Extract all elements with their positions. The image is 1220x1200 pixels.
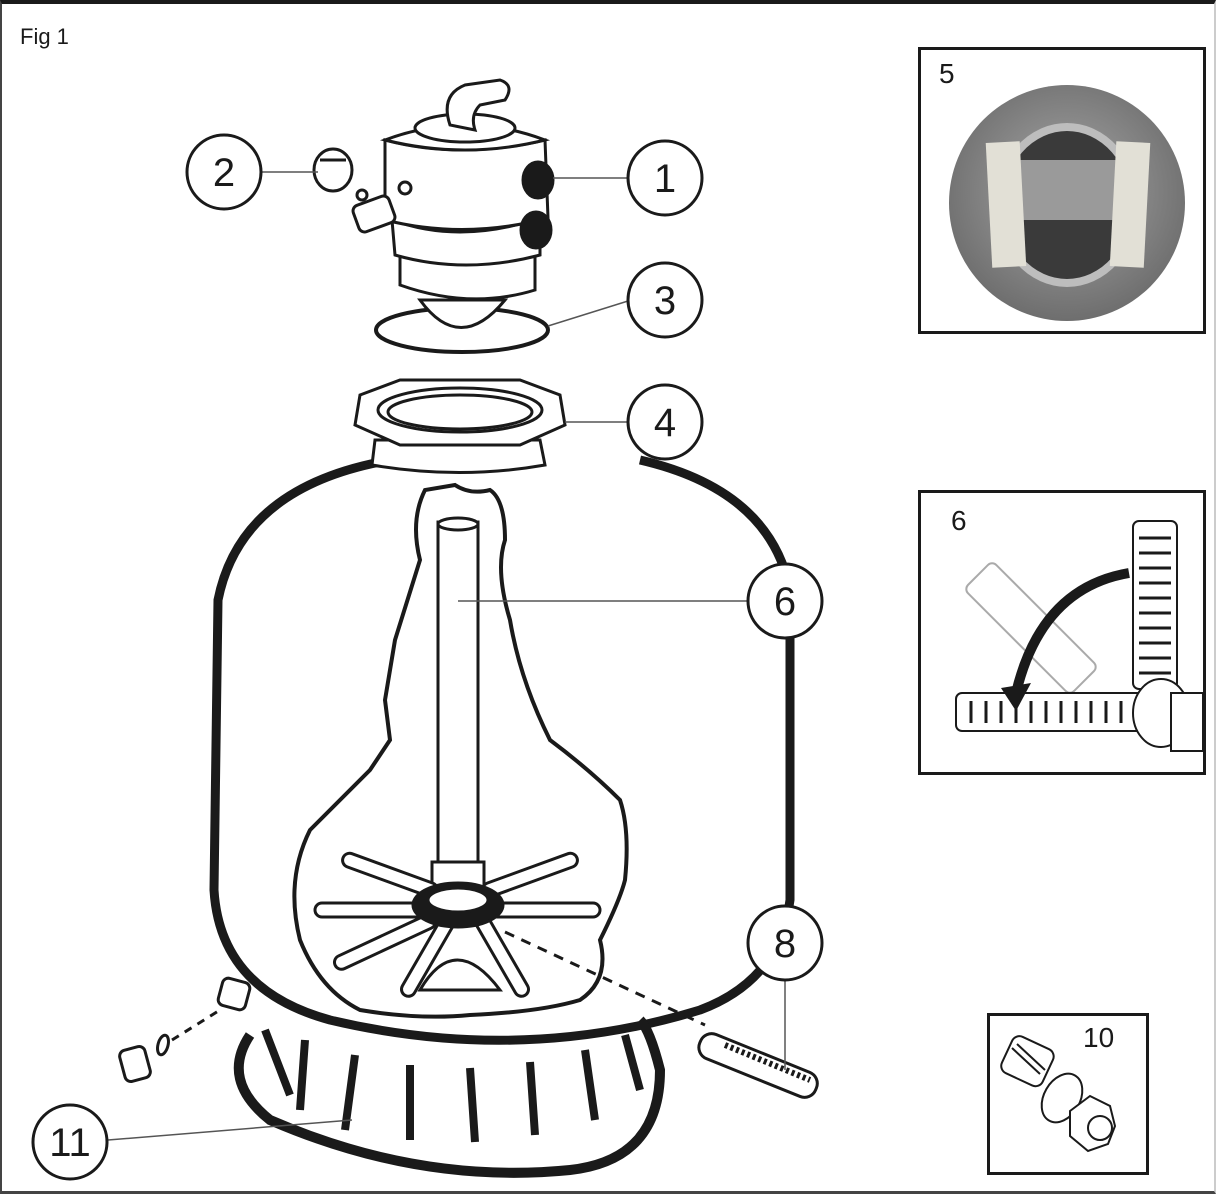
callout-label: 11 — [49, 1121, 91, 1165]
callout-1: 1 — [626, 139, 704, 217]
inset-6: 6 — [918, 490, 1206, 775]
callout-8: 8 — [746, 904, 824, 982]
tank-opening-photo — [949, 85, 1185, 321]
drain-plug-illustration — [1000, 1035, 1117, 1153]
callout-label: 8 — [774, 922, 796, 966]
inset-10: 10 — [987, 1013, 1149, 1175]
callout-label: 2 — [213, 151, 235, 195]
callout-label: 4 — [654, 401, 676, 445]
callout-2: 2 — [185, 133, 263, 211]
tank-cutaway-outline — [292, 482, 629, 1019]
callout-6: 6 — [746, 562, 824, 640]
callout-11: 11 — [31, 1103, 109, 1181]
lateral-arm — [488, 901, 602, 919]
inset-10-label: 10 — [1083, 1022, 1115, 1053]
inset-5: 5 — [918, 47, 1206, 334]
tank-base — [233, 1016, 666, 1178]
central-pipe — [430, 516, 486, 894]
spare-lateral — [504, 930, 819, 1099]
rotation-arrow-icon — [1011, 568, 1130, 695]
pressure-gauge — [312, 147, 369, 202]
leader-line-3 — [547, 300, 629, 327]
lateral-assembly — [313, 851, 602, 998]
leader-lines — [107, 171, 786, 1141]
figure-title: Fig 1 — [20, 24, 69, 49]
tank-neck — [370, 438, 547, 474]
callout-3: 3 — [626, 261, 704, 339]
callout-label: 1 — [654, 157, 676, 201]
inset-5-label: 5 — [939, 58, 955, 89]
lateral-rotation-illustration — [955, 520, 1203, 752]
inset-6-label: 6 — [951, 505, 967, 536]
lateral-arm — [313, 901, 427, 919]
callout-4: 4 — [626, 383, 704, 461]
drain-plug — [118, 976, 252, 1083]
leader-line-11 — [107, 1119, 353, 1141]
flange-nut — [353, 378, 567, 447]
callout-label: 6 — [774, 580, 796, 624]
multiport-valve — [351, 78, 555, 329]
callout-label: 3 — [654, 279, 676, 323]
